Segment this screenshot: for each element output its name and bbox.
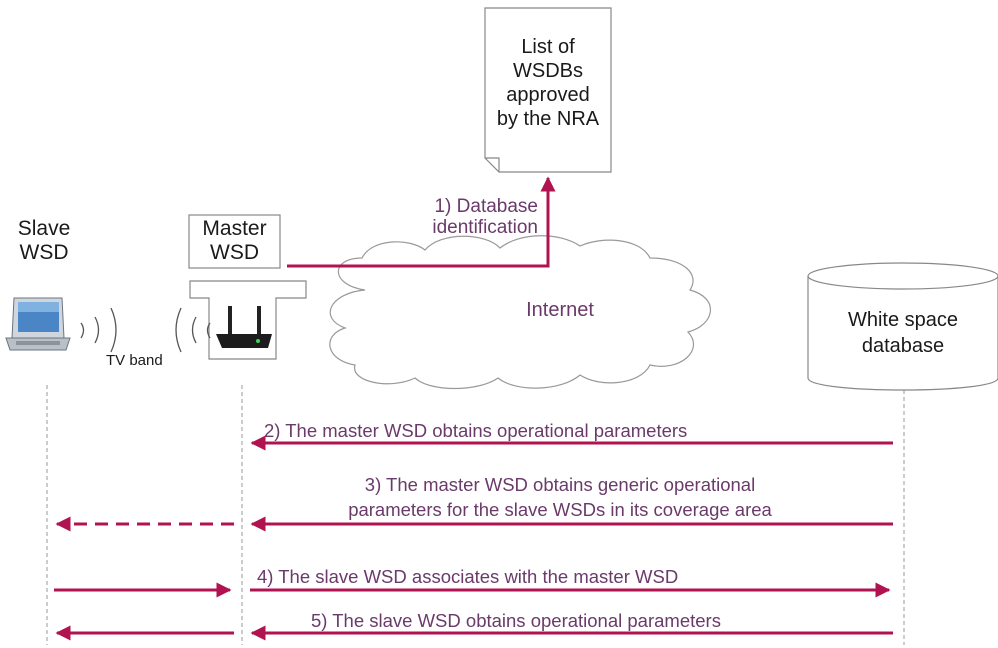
step1-connector (287, 176, 556, 268)
radio-waves (80, 307, 211, 353)
wsdb-list-label: List of WSDBs approved by the NRA (496, 36, 600, 130)
step1-label: 1) Database identification (432, 196, 538, 238)
white-space-database-label: White space database (847, 309, 959, 357)
message-2-label: 2) The master WSD obtains operational pa… (264, 420, 688, 441)
wsdb-list-document (484, 7, 612, 173)
tv-band-label: TV band (106, 352, 163, 369)
message-4-label: 4) The slave WSD associates with the mas… (257, 566, 679, 587)
message-3-label: 3) The master WSD obtains generic operat… (348, 474, 772, 520)
slave-wsd-label: Slave WSD (17, 217, 71, 264)
internet-cloud (329, 235, 711, 390)
laptop-icon (5, 297, 71, 351)
message-5-label: 5) The slave WSD obtains operational par… (311, 610, 721, 631)
master-wsd-label: Master WSD (202, 217, 267, 264)
internet-label: Internet (526, 299, 594, 321)
master-wsd-box (188, 214, 281, 269)
router-icon (216, 306, 272, 348)
white-space-database-cylinder (807, 276, 998, 391)
